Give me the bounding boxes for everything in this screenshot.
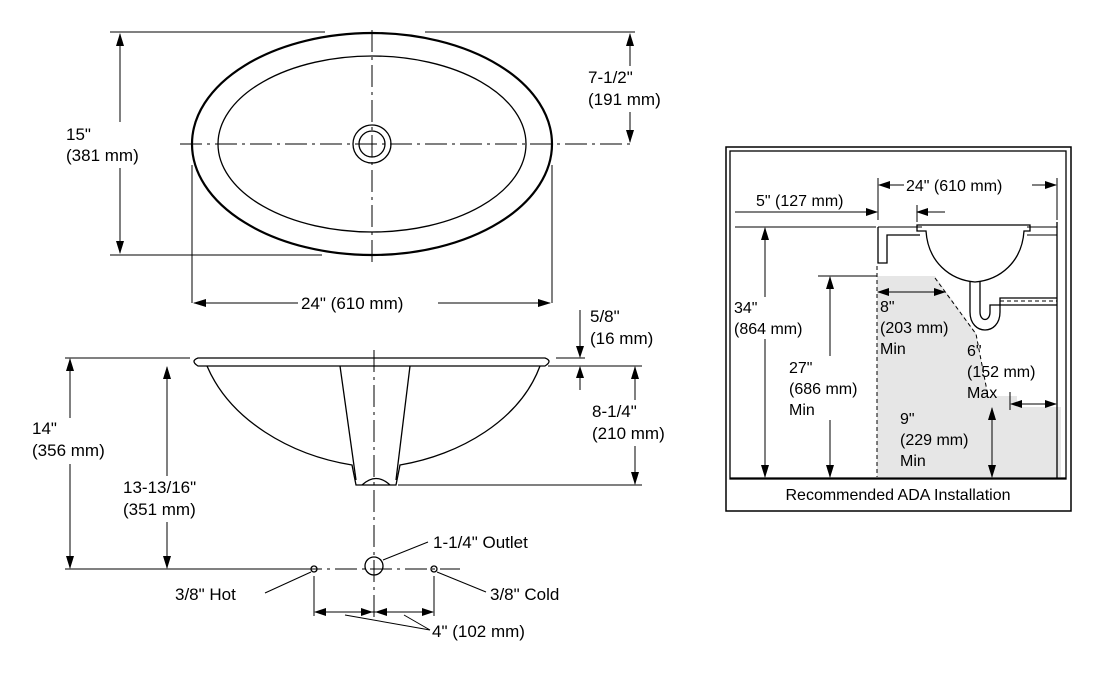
ada-toe-min: Min (900, 453, 926, 470)
ada-dim-9-arrow-top (988, 407, 996, 420)
side-view: 5/8" (16 mm) 8-1/4" (210 mm) 14" (356 mm… (22, 307, 684, 641)
ada-panel: 24" (610 mm) 5" (127 mm) 34" (864 mm) 27… (725, 146, 1072, 512)
ada-dim-6-arrow-l (1010, 400, 1022, 408)
ada-knee-mm: (686 mm) (789, 381, 857, 398)
overall-label-mm: (356 mm) (32, 441, 105, 460)
dim-15-arrow-bottom (116, 241, 124, 254)
ada-dim-34-arrow-top (761, 227, 769, 240)
rough-label-mm: (351 mm) (123, 500, 196, 519)
bowl-label-in: 8-1/4" (592, 402, 637, 421)
dim-half-arrow-top (626, 33, 634, 46)
dim-overall-arrow-top (66, 358, 74, 371)
ada-pipe-in: 6" (967, 343, 982, 360)
ada-pipe-mm: (152 mm) (967, 364, 1035, 381)
outlet-label: 1-1/4" Outlet (433, 533, 528, 552)
top-view: 15" (381 mm) 7-1/2" (191 mm) 24" (610 mm… (60, 30, 676, 313)
dim-spacing-arrow-2 (361, 608, 373, 616)
spacing-leader-2 (403, 614, 431, 631)
ada-knee-in: 27" (789, 360, 812, 377)
dim-half-arrow-bottom (626, 130, 634, 143)
dim-spacing-arrow-3 (375, 608, 387, 616)
knee-clearance-zone (877, 276, 1061, 477)
sink-bowl-profile (206, 365, 541, 486)
dim-spacing-arrow-1 (314, 608, 326, 616)
ada-panel-title: Recommended ADA Installation (785, 487, 1010, 504)
outlet-leader (382, 541, 429, 561)
dim-spacing-arrow-4 (422, 608, 434, 616)
dim-overall-label-bg (22, 418, 122, 464)
dim-24-label-bg (298, 292, 438, 312)
ada-tailpiece (969, 282, 981, 312)
dim-bowl-label-bg (588, 400, 684, 446)
dim-bowl-arrow-bottom (631, 472, 639, 485)
drain-body (339, 365, 411, 481)
spacing-leader-1 (344, 614, 431, 631)
dim-rough-arrow-top (163, 366, 171, 379)
hot-label: 3/8" Hot (175, 585, 236, 604)
rough-label-in: 13-13/16" (123, 478, 196, 497)
spacing-label: 4" (102 mm) (432, 622, 525, 641)
ada-toe-mm: (229 mm) (900, 432, 968, 449)
ada-pipe-max: Max (967, 385, 997, 402)
dim-rim-arrow-lower (576, 366, 584, 378)
ada-dim-34-arrow-bottom (761, 465, 769, 478)
ada-inner-frame (729, 150, 1067, 480)
rim-label-mm: (16 mm) (590, 329, 653, 348)
ada-dim-8-arrow-r (934, 288, 946, 296)
ada-dim-27-label-bg (786, 356, 876, 420)
outlet-circle (364, 556, 384, 576)
ada-height-in: 34" (734, 300, 757, 317)
ada-dim-24-label-bg (904, 175, 1032, 195)
ada-dim-9-arrow-bottom (988, 465, 996, 478)
overall-label-in: 14" (32, 419, 57, 438)
bowl-label-mm: (210 mm) (592, 424, 665, 443)
ada-height-mm: (864 mm) (734, 321, 802, 338)
half-label-mm: (191 mm) (588, 90, 661, 109)
rim-label-in: 5/8" (590, 307, 620, 326)
depth-label-mm: (381 mm) (66, 146, 139, 165)
cold-supply-circle (430, 565, 438, 573)
drain-tail (361, 477, 391, 486)
cold-label: 3/8" Cold (490, 585, 559, 604)
ada-setback-label: 5" (127 mm) (756, 193, 843, 210)
dim-bowl-arrow-top (631, 366, 639, 379)
dim-half-label-bg (584, 66, 676, 112)
hot-supply-circle (310, 565, 318, 573)
ada-knee-min: Min (789, 402, 815, 419)
ada-depth8-min: Min (880, 341, 906, 358)
ada-knee-slope (934, 277, 989, 397)
ada-dim-5-arrow-r (916, 208, 928, 216)
dim-rim-arrow (576, 346, 584, 358)
dim-overall-arrow-bottom (66, 556, 74, 569)
cold-leader (436, 571, 487, 593)
dim-rough-label-bg (120, 476, 220, 522)
countertop-profile (877, 227, 920, 264)
ada-dim-34-label-bg (732, 297, 822, 339)
ada-dim-27-arrow-bottom (826, 465, 834, 478)
ada-dim-6-arrow-r (1045, 400, 1057, 408)
ada-trap (969, 297, 1057, 331)
ada-depth8-in: 8" (880, 299, 895, 316)
dim-rough-arrow-bottom (163, 556, 171, 569)
dim-15-label-bg (60, 122, 160, 168)
depth-label-in: 15" (66, 125, 91, 144)
ada-toe-in: 9" (900, 411, 915, 428)
ada-depth8-mm: (203 mm) (880, 320, 948, 337)
hot-leader (264, 571, 312, 594)
ada-sink-bowl (916, 224, 1031, 283)
ada-width-label: 24" (610 mm) (906, 178, 1002, 195)
ada-dim-5-arrow-l (866, 208, 878, 216)
dim-15-arrow-top (116, 33, 124, 46)
ada-dim-27-arrow-top (826, 276, 834, 289)
ada-dim-24-arrow-l (878, 181, 890, 189)
dim-24-arrow-left (193, 299, 206, 307)
sink-rim-profile (193, 357, 550, 367)
ada-dim-8-arrow-l (877, 288, 889, 296)
ada-dim-24-arrow-r (1045, 181, 1057, 189)
dim-24-arrow-right (538, 299, 551, 307)
half-label-in: 7-1/2" (588, 68, 633, 87)
width-label: 24" (610 mm) (301, 294, 403, 313)
